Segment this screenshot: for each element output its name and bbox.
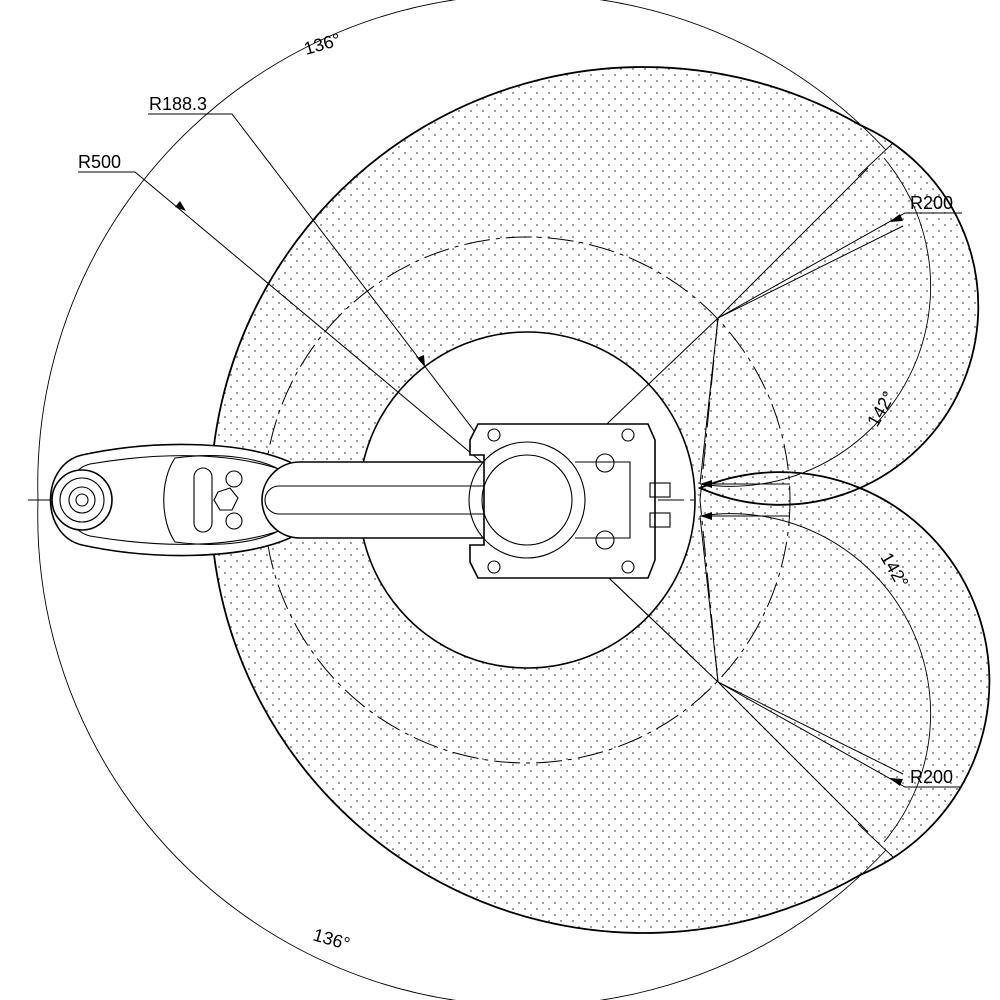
robot-joint-motors: [193, 467, 243, 533]
construction-line-top-2: [717, 225, 904, 319]
leader-r500: [78, 171, 528, 501]
dimension-arc-outer-top: [37, 0, 887, 501]
dimension-arc-outer-bottom: [37, 499, 887, 1000]
arrow-r200-bottom: [889, 778, 903, 786]
construction-line-bottom-3: [699, 515, 719, 683]
label-angle-bottom-outer: 136°: [311, 925, 352, 954]
dimension-arc-lobe-top: [699, 157, 932, 487]
construction-line-bottom-2: [717, 681, 904, 775]
label-r500: R500: [78, 152, 121, 172]
leader-r200-top: [717, 212, 962, 319]
arrow-r500: [175, 201, 186, 211]
lobe-arrow-top: [700, 480, 712, 488]
label-r200-bottom: R200: [910, 767, 953, 787]
robot-spline-shaft: [51, 469, 113, 531]
joint2-path-circle: [263, 236, 791, 764]
arrow-r188: [417, 355, 425, 367]
dimension-tick-top: [857, 142, 894, 177]
lobe-arrow-bottom: [700, 512, 712, 520]
construction-line-top-1: [717, 167, 869, 319]
construction-line-top-3: [699, 317, 719, 485]
dimension-arc-lobe-bottom: [699, 513, 932, 843]
label-r188: R188.3: [149, 94, 207, 114]
leader-r188: [148, 113, 528, 501]
label-r200-top: R200: [910, 193, 953, 213]
dashdot-chord-bottom: [699, 499, 719, 683]
robot-base: [468, 423, 671, 579]
label-angle-top-outer: 136°: [302, 29, 343, 58]
dashdot-chord-top: [699, 317, 719, 501]
leader-r200-bottom: [717, 681, 962, 788]
construction-line-bottom-1: [717, 681, 869, 833]
arrow-r200-top: [889, 214, 903, 222]
dimension-tick-bottom: [857, 823, 894, 858]
